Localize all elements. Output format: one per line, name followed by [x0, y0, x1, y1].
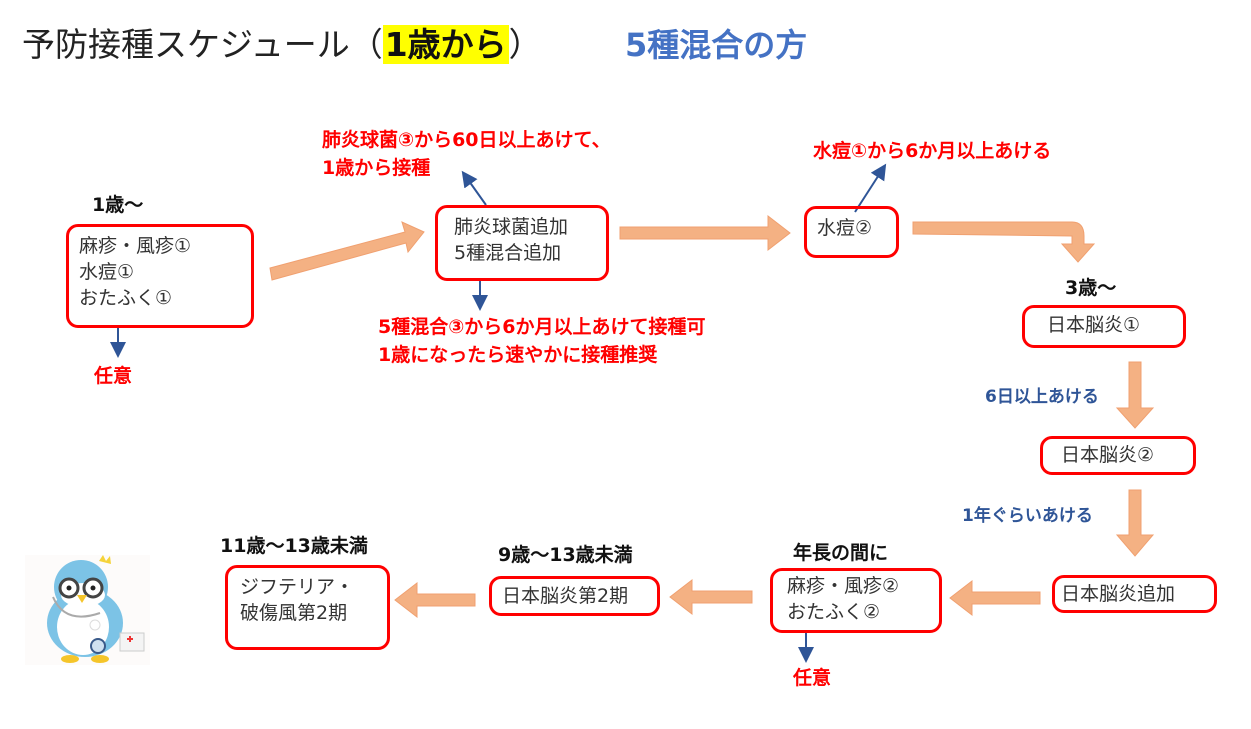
vaccine-dtp-booster: 5種混合追加 [454, 242, 562, 264]
interval-je1: 6日以上あける [985, 387, 1099, 407]
flow-arrow-5 [1115, 489, 1155, 557]
interval-je2: 1年ぐらいあける [962, 506, 1093, 526]
flow-arrow-2 [619, 214, 791, 252]
page-subtitle: 5種混合の方 [625, 26, 808, 64]
age-label-kinder: 年長の間に [793, 542, 889, 564]
title-highlight: 1歳から [382, 25, 509, 64]
flow-arrow-8 [394, 581, 476, 619]
step-box-dt: ジフテリア・ 破傷風第2期 [225, 565, 390, 650]
vaccine-varicella1: 水痘① [79, 261, 135, 283]
step-box-je2: 日本脳炎② [1040, 436, 1196, 475]
optional-note-1: 任意 [94, 365, 133, 387]
penguin-doctor-illustration [25, 555, 150, 665]
vaccine-mr1: 麻疹・風疹① [79, 235, 192, 257]
title-prefix: 予防接種スケジュール（ [22, 25, 383, 64]
flow-arrow-3 [912, 221, 1096, 263]
age-label-1: 1歳〜 [92, 194, 144, 216]
age-label-3: 3歳〜 [1065, 277, 1117, 299]
flow-arrow-1 [269, 221, 425, 281]
vaccine-je1: 日本脳炎① [1047, 314, 1141, 336]
vaccine-mumps1: おたふく① [79, 287, 173, 309]
vaccine-je2: 日本脳炎② [1061, 444, 1155, 466]
note-arrow-pneumo [461, 170, 487, 206]
step-box-age1: 麻疹・風疹① 水痘① おたふく① [66, 224, 254, 328]
flow-arrow-4 [1115, 361, 1155, 429]
flow-arrow-6 [949, 579, 1041, 617]
title-suffix: ） [508, 25, 542, 64]
step-box-je-booster: 日本脳炎追加 [1052, 575, 1217, 613]
vaccine-mr2: 麻疹・風疹② [787, 575, 900, 597]
note-arrow-varicella [854, 163, 887, 213]
step-box-kinder: 麻疹・風疹② おたふく② [770, 568, 942, 633]
pneumo-note: 肺炎球菌③から60日以上あけて、 1歳から接種 [322, 126, 611, 182]
vaccine-je-phase2: 日本脳炎第2期 [502, 585, 629, 607]
age-label-9: 9歳〜13歳未満 [498, 544, 633, 566]
vaccine-dt-line1: ジフテリア・ [240, 576, 355, 598]
optional-note-2: 任意 [793, 667, 832, 689]
dtp-note-line2: 1歳になったら速やかに接種推奨 [378, 344, 658, 366]
varicella-note: 水痘①から6か月以上あける [813, 140, 1052, 162]
step-box-je1: 日本脳炎① [1022, 305, 1186, 348]
step-box-varicella2: 水痘② [804, 206, 899, 258]
flow-arrow-7 [669, 578, 753, 616]
vaccine-je-booster: 日本脳炎追加 [1061, 583, 1176, 605]
vaccine-varicella2: 水痘② [817, 217, 873, 239]
age-label-11: 11歳〜13歳未満 [220, 535, 368, 557]
pneumo-note-line2: 1歳から接種 [322, 157, 431, 179]
vaccine-dt-line2: 破傷風第2期 [240, 602, 348, 624]
dtp-note: 5種混合③から6か月以上あけて接種可 1歳になったら速やかに接種推奨 [378, 313, 706, 369]
step-box-je-phase2: 日本脳炎第2期 [489, 576, 660, 616]
dtp-note-line1: 5種混合③から6か月以上あけて接種可 [378, 316, 706, 338]
step-box-booster: 肺炎球菌追加 5種混合追加 [435, 205, 609, 281]
vaccine-mumps2: おたふく② [787, 601, 881, 623]
page-title: 予防接種スケジュール（1歳から） [22, 18, 542, 66]
vaccine-pneumo-booster: 肺炎球菌追加 [454, 216, 569, 238]
pneumo-note-line1: 肺炎球菌③から60日以上あけて、 [322, 129, 611, 151]
